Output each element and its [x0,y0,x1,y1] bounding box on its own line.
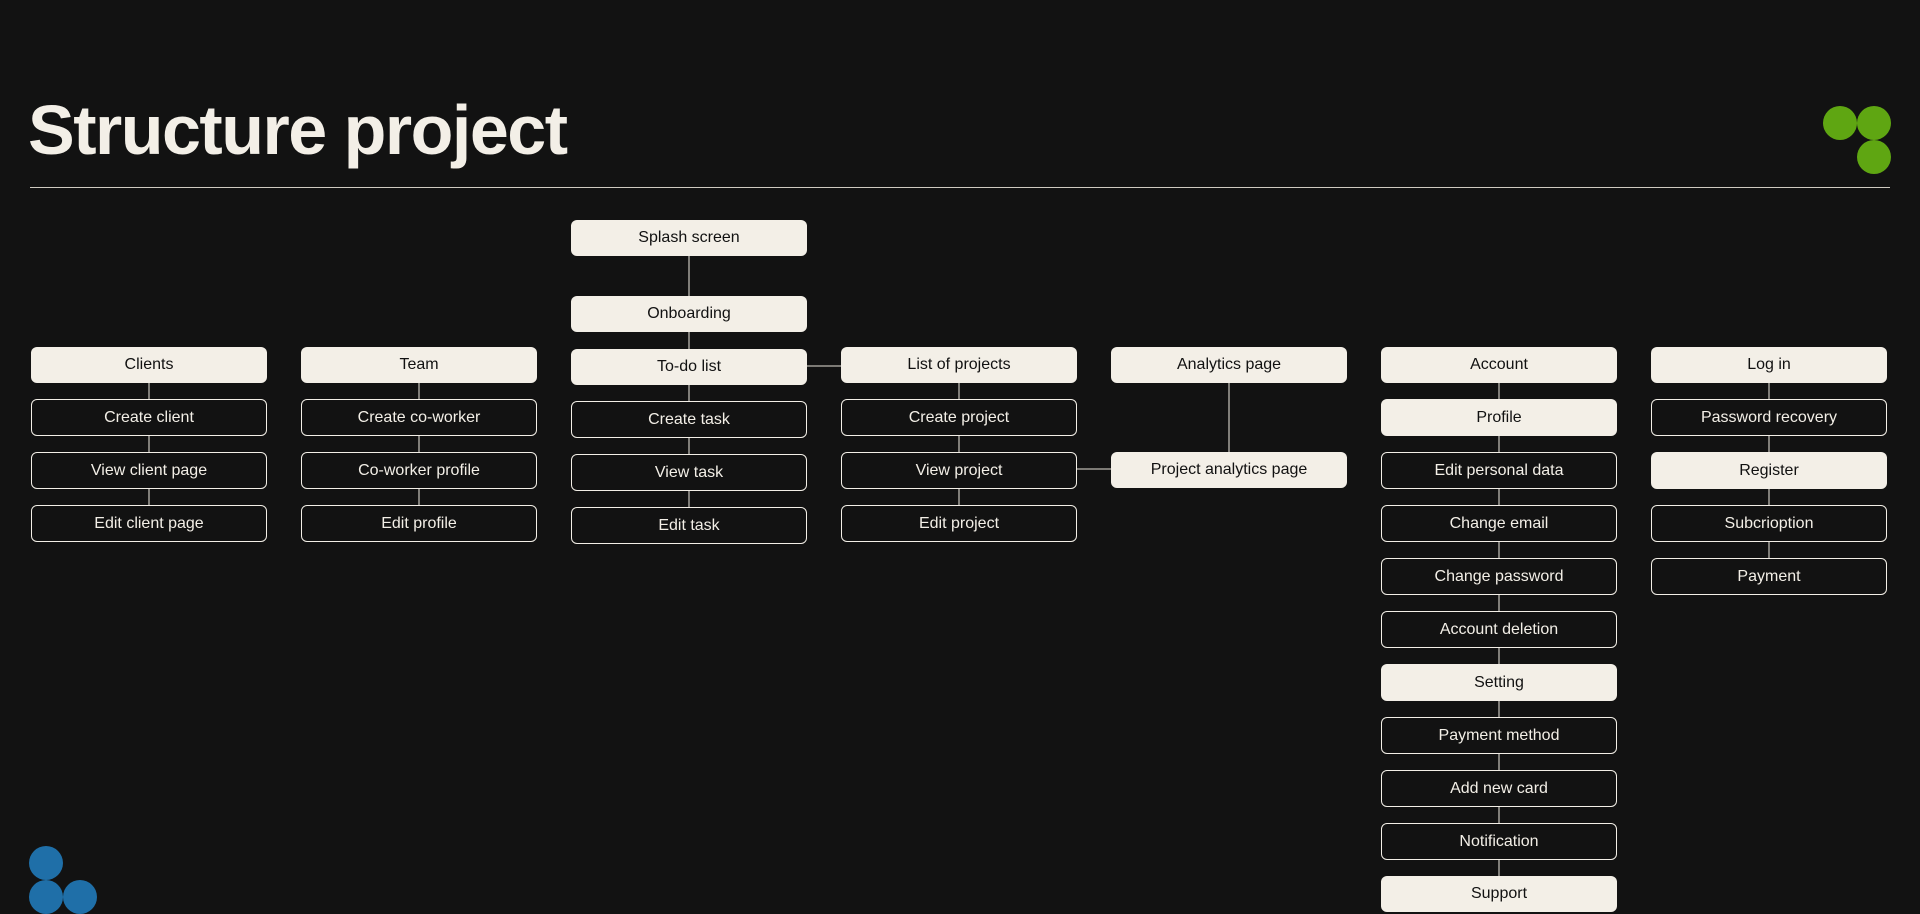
node-password-recovery: Password recovery [1651,399,1887,436]
node-project-analytics-page: Project analytics page [1111,452,1347,488]
node-support: Support [1381,876,1617,912]
node-create-client: Create client [31,399,267,436]
node-onboarding: Onboarding [571,296,807,332]
logo-green-circle-icon [1823,106,1857,140]
node-edit-profile: Edit profile [301,505,537,542]
node-list-of-projects: List of projects [841,347,1077,383]
node-change-password: Change password [1381,558,1617,595]
node-to-do-list: To-do list [571,349,807,385]
node-team: Team [301,347,537,383]
node-add-new-card: Add new card [1381,770,1617,807]
node-profile: Profile [1381,399,1617,436]
node-edit-client-page: Edit client page [31,505,267,542]
node-subcrioption: Subcrioption [1651,505,1887,542]
logo-blue-circle-icon [63,880,97,914]
node-edit-task: Edit task [571,507,807,544]
node-view-task: View task [571,454,807,491]
node-view-project: View project [841,452,1077,489]
node-payment: Payment [1651,558,1887,595]
node-analytics-page: Analytics page [1111,347,1347,383]
node-notification: Notification [1381,823,1617,860]
node-view-client-page: View client page [31,452,267,489]
node-change-email: Change email [1381,505,1617,542]
node-clients: Clients [31,347,267,383]
node-co-worker-profile: Co-worker profile [301,452,537,489]
title-divider [30,187,1890,188]
page-title: Structure project [28,91,568,169]
node-log-in: Log in [1651,347,1887,383]
node-splash-screen: Splash screen [571,220,807,256]
node-payment-method: Payment method [1381,717,1617,754]
logo-green-circle-icon [1857,140,1891,174]
node-account: Account [1381,347,1617,383]
logo-green-circle-icon [1857,106,1891,140]
logo-blue-circle-icon [29,846,63,880]
node-account-deletion: Account deletion [1381,611,1617,648]
node-register: Register [1651,452,1887,489]
node-setting: Setting [1381,664,1617,701]
logo-blue-circle-icon [29,880,63,914]
node-edit-personal-data: Edit personal data [1381,452,1617,489]
node-create-task: Create task [571,401,807,438]
node-create-project: Create project [841,399,1077,436]
node-edit-project: Edit project [841,505,1077,542]
node-create-co-worker: Create co-worker [301,399,537,436]
